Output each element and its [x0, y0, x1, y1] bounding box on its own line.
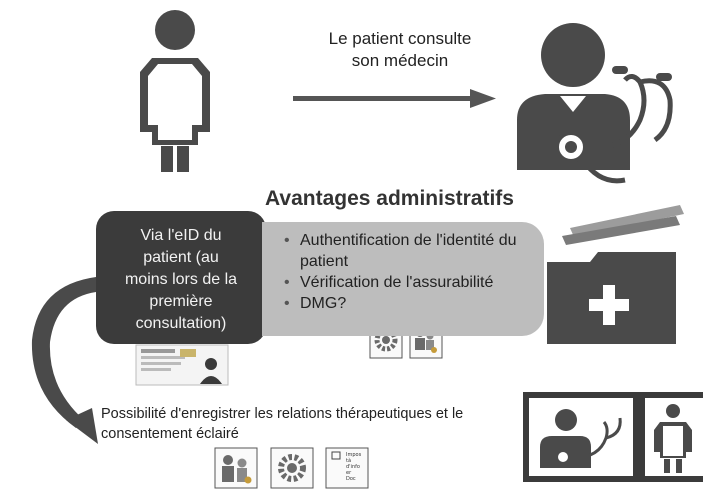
eid-box-line: consultation): [135, 315, 227, 332]
caption-line: son médecin: [351, 51, 449, 70]
eid-box-line: Via l'eID du: [140, 227, 222, 244]
benefit-item: Vérification de l'assurabilité: [284, 272, 536, 293]
benefit-item: Authentification de l'identité du patien…: [284, 230, 536, 272]
mini-text-line: tà: [346, 458, 352, 464]
eid-box-line: patient (au: [143, 249, 219, 266]
eid-box: Via l'eID du patient (au moins lors de l…: [96, 211, 266, 344]
people-key-icon: [214, 447, 258, 489]
benefit-item: DMG?: [284, 293, 536, 314]
mini-text-line: Doc: [346, 476, 356, 482]
section-title: Avantages administratifs: [265, 187, 514, 210]
patient-gown-icon: [140, 10, 210, 172]
document-mini-text: Impos tà d'info er Doc: [346, 452, 368, 482]
doctor-panel: [523, 392, 639, 482]
curved-arrow-icon: [31, 277, 98, 444]
benefits-list: Authentification de l'identité du patien…: [284, 230, 536, 314]
consultation-caption: Le patient consulte son médecin: [290, 28, 510, 72]
eid-box-line: première: [149, 293, 213, 310]
eid-box-line: moins lors de la: [124, 271, 238, 288]
doctor-stethoscope-icon: [517, 23, 673, 184]
caption-line: Le patient consulte: [328, 29, 472, 48]
arrow-right-icon: [293, 89, 496, 108]
mini-text-line: Impos: [346, 452, 362, 458]
document-icon: [325, 447, 369, 489]
medical-folder-icon: [547, 205, 684, 344]
mini-text-line: er: [346, 470, 352, 476]
eid-card-icon: [135, 344, 229, 386]
benefits-box: Authentification de l'identité du patien…: [262, 222, 544, 336]
consent-text: Possibilité d'enregistrer les relations …: [101, 406, 464, 442]
gear-icon: [270, 447, 314, 489]
mini-text-line: d'info: [346, 464, 360, 470]
patient-panel: [639, 392, 703, 482]
